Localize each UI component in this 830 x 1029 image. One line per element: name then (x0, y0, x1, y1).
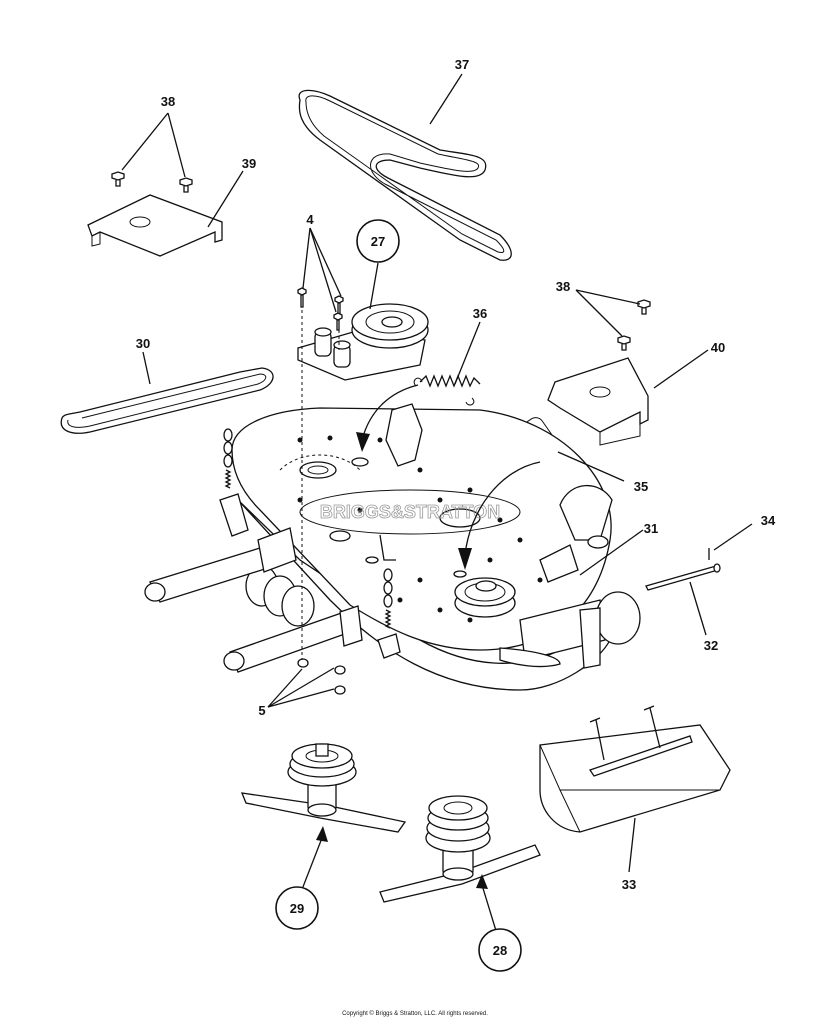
part-29-blade-spindle (240, 743, 407, 833)
callout-leaders (121, 73, 753, 935)
part-27-idler-pulley-assembly (297, 303, 429, 381)
label-38-left: 38 (161, 94, 175, 109)
part-37-drive-belt (298, 89, 512, 261)
part-4-screws (297, 287, 344, 331)
label-5: 5 (258, 703, 265, 718)
callout-circles (275, 219, 522, 972)
alignment-lines (301, 310, 340, 660)
part-38-bolts-right (617, 299, 651, 351)
part-40-bracket (547, 357, 649, 446)
part-38-bolts-left (111, 171, 193, 193)
label-40: 40 (711, 340, 725, 355)
label-28: 28 (493, 943, 507, 958)
label-39: 39 (242, 156, 256, 171)
label-34: 34 (761, 513, 776, 528)
part-labels: 38 39 37 4 27 38 30 36 40 35 31 34 32 5 … (136, 57, 776, 958)
part-39-bracket (87, 194, 223, 257)
briggs-stratton-watermark: BRIGGS&STRATTON (320, 502, 500, 522)
part-30-deck-belt (60, 367, 274, 434)
part-28-blade-spindle (379, 795, 541, 903)
part-32-rod (645, 563, 721, 591)
label-36: 36 (473, 306, 487, 321)
copyright-notice: Copyright © Briggs & Stratton, LLC. All … (342, 1011, 488, 1017)
part-31-deck-pulley (453, 570, 516, 618)
part-33-discharge-chute (539, 705, 731, 833)
part-36-spring (413, 374, 481, 406)
label-35: 35 (634, 479, 648, 494)
label-37: 37 (455, 57, 469, 72)
label-33: 33 (622, 877, 636, 892)
label-29: 29 (290, 901, 304, 916)
label-27: 27 (371, 234, 385, 249)
label-38-right: 38 (556, 279, 570, 294)
deck-right-hardware (499, 484, 641, 669)
mower-deck-housing: BRIGGS&STRATTON (231, 403, 612, 691)
part-5-nuts (297, 658, 346, 695)
label-32: 32 (704, 638, 718, 653)
label-4: 4 (306, 212, 314, 227)
deck-left-hardware (144, 428, 401, 673)
label-31: 31 (644, 521, 658, 536)
spring-arrows (356, 384, 541, 570)
label-30: 30 (136, 336, 150, 351)
